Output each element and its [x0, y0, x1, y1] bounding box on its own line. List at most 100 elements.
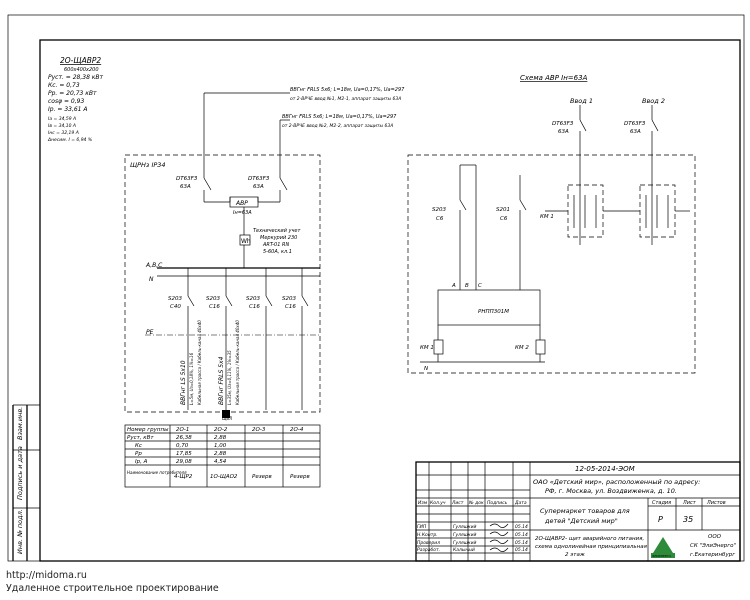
title-block: 12-05-2014-ЭОМ ОАО «Детский мир», распол…	[415, 461, 741, 562]
company-logo: ЭЛИЭНЕРГО	[651, 537, 675, 558]
address2: РФ, г. Москва, ул. Воздвиженка, д. 10.	[545, 487, 677, 495]
br2-type: S203	[206, 296, 220, 302]
cell: 1,00	[214, 443, 227, 449]
sheet-value: 35	[683, 515, 693, 524]
avr-rating: Iн=63А	[233, 210, 252, 216]
company2: СК "ЭлиЭнерго"	[690, 543, 736, 549]
busbars: A,B,C N PE	[145, 262, 320, 336]
avr-qf1-rating: 63А	[558, 129, 569, 135]
cell: 2О-4	[290, 427, 304, 433]
avr-scheme-title: Схема АВР Iн=63А	[520, 74, 588, 82]
br4-rating: C16	[285, 304, 296, 310]
panel-param: Руст. = 28,38 кВт	[48, 74, 104, 81]
panel-param: Iр. = 33,61 А	[48, 106, 88, 113]
panel-parameters: 2О-ЩАВР2 600х400х200 Руст. = 28,38 кВт К…	[47, 56, 104, 143]
sheet-header: Лист	[682, 500, 697, 506]
address1: ОАО «Детский мир», расположенный по адре…	[533, 478, 700, 486]
meter-desc: Меркурий 230	[260, 235, 297, 241]
cell: 4,54	[214, 459, 227, 465]
panel-current: Iа = 34,59 А	[48, 116, 76, 122]
doc-code: 12-05-2014-ЭОМ	[575, 465, 635, 473]
role-date: 05.14	[515, 540, 528, 546]
meter-label: Wh	[241, 238, 251, 245]
signature	[489, 523, 509, 528]
panel-param: Кс. = 0,73	[48, 82, 80, 89]
relay-label: РНПП301М	[478, 309, 509, 315]
cable-out2: ВВГнг FRLS 5х4	[218, 356, 225, 405]
avr-qf2-rating: 63А	[630, 129, 641, 135]
signature	[489, 547, 509, 552]
stage-header: Стадия	[652, 500, 671, 506]
row-label: Рр	[135, 451, 142, 457]
cable-out2-params: L=35м, Uз=0,11%, 1%=35	[227, 350, 232, 405]
cable2-label: ВВГнг FRLS 5х6; L=18м, Ua=0,17%, Ua=297	[282, 114, 397, 120]
shield-label: ЩРНз IP34	[130, 161, 166, 169]
relay-pin-b: B	[465, 283, 469, 289]
cell: 1О-ЩАО2	[210, 474, 238, 480]
panel-current: Iв = 34,10 А	[48, 123, 76, 129]
desc2: схема однолинейная принципиальная	[535, 544, 648, 550]
side-label-2: Инв. № подл.	[16, 509, 24, 554]
avr-scheme: Схема АВР Iн=63А Ввод 1 Ввод 2 DT63FЗ 63…	[407, 74, 696, 374]
cable2-note: от 2-ВРЧЕ ввод №2, М2-2, аппарат защиты …	[282, 123, 393, 129]
stage-value: Р	[658, 515, 663, 524]
row-label: Наименование потребителя	[127, 470, 187, 475]
avr-qf1-type: DT63FЗ	[552, 121, 574, 127]
cable1-label: ВВГнг FRLS 5х6; L=18м, Ua=0,17%, Ua=297	[290, 87, 405, 93]
side-label-1: Подпись и дата	[16, 446, 24, 500]
cell: 2О-3	[252, 427, 266, 433]
feeder-cables: ВВГнг FRLS 5х6; L=18м, Ua=0,17%, Ua=297 …	[203, 87, 405, 160]
bus-n: N	[149, 276, 154, 283]
inner-frame	[39, 39, 741, 562]
role: Н.Контр.	[417, 532, 438, 538]
hdr-date: Дата	[514, 500, 527, 506]
role-date: 05.14	[515, 524, 528, 530]
cell: 26,38	[176, 435, 192, 441]
group-table: Номер группы 2О-1 2О-2 2О-3 2О-4 Руст, к…	[124, 424, 321, 488]
cable1-note: от 2-ВРЧЕ ввод №1, М2-1, аппарат защиты …	[290, 96, 401, 102]
cell: 2О-1	[176, 427, 189, 433]
hdr-list: Лист	[451, 500, 464, 506]
br1-type: S203	[168, 296, 182, 302]
avr-label: АВР	[235, 200, 248, 207]
cell: 2О-2	[214, 427, 228, 433]
role-date: 05.14	[515, 547, 528, 553]
side-stamp: Взам.инв. Подпись и дата Инв. № подл.	[12, 404, 40, 561]
project2: детей "Детский мир"	[544, 517, 618, 525]
cell: 29,08	[176, 459, 192, 465]
br3-rating: C16	[249, 304, 260, 310]
meter-desc: Технический учет	[253, 228, 301, 234]
cable-out1-route: Кабельная трасса / Кабель-канал 40х40	[197, 320, 202, 405]
panel-current: Δнесим. I = 6,94 %	[47, 137, 92, 143]
relay-pin-c: C	[478, 283, 482, 289]
bus-abc: A,B,C	[145, 262, 163, 269]
qf2-rating: 63А	[253, 184, 264, 190]
row-label: Руст, кВт	[127, 435, 154, 441]
meter-desc: 5-60А, кл.1	[263, 249, 292, 255]
panel-dims: 600х400х200	[64, 67, 99, 73]
avr-qf2-type: DT63FЗ	[624, 121, 646, 127]
input2-label: Ввод 2	[642, 97, 665, 105]
s1-rating: C6	[436, 216, 444, 222]
company3: г.Екатеринбург	[690, 552, 735, 558]
role: ГИП	[417, 524, 427, 530]
row-label: Iр, А	[135, 459, 148, 465]
desc3: 2 этаж	[565, 552, 585, 558]
hdr-kol: Кол.уч	[430, 500, 446, 506]
role-name: Гуляшкий	[453, 524, 477, 530]
cell: Резерв	[252, 474, 272, 480]
signature	[489, 531, 509, 536]
bus-pe: PE	[146, 329, 154, 336]
km1-coil: КМ 1	[420, 345, 434, 351]
side-label-0: Взам.инв.	[16, 407, 24, 440]
outgoing-breakers: S203 C40 S203 C16 S203 C16 S203 C16	[168, 268, 309, 410]
avr-block: АВР Iн=63А Wh Технический учет Меркурий …	[229, 196, 301, 268]
s1-type: S203	[432, 207, 446, 213]
cell: 2,88	[214, 435, 227, 441]
project1: Супермаркет товаров для	[540, 507, 630, 515]
cable-out1-params: L=5м, Uз=0,18%, 1%=16	[189, 352, 194, 405]
footer-url[interactable]: http://midoma.ru	[6, 570, 87, 581]
input-breakers: DT63FЗ 63А DT63FЗ 63А	[176, 160, 288, 203]
cell: Резерв	[290, 474, 310, 480]
